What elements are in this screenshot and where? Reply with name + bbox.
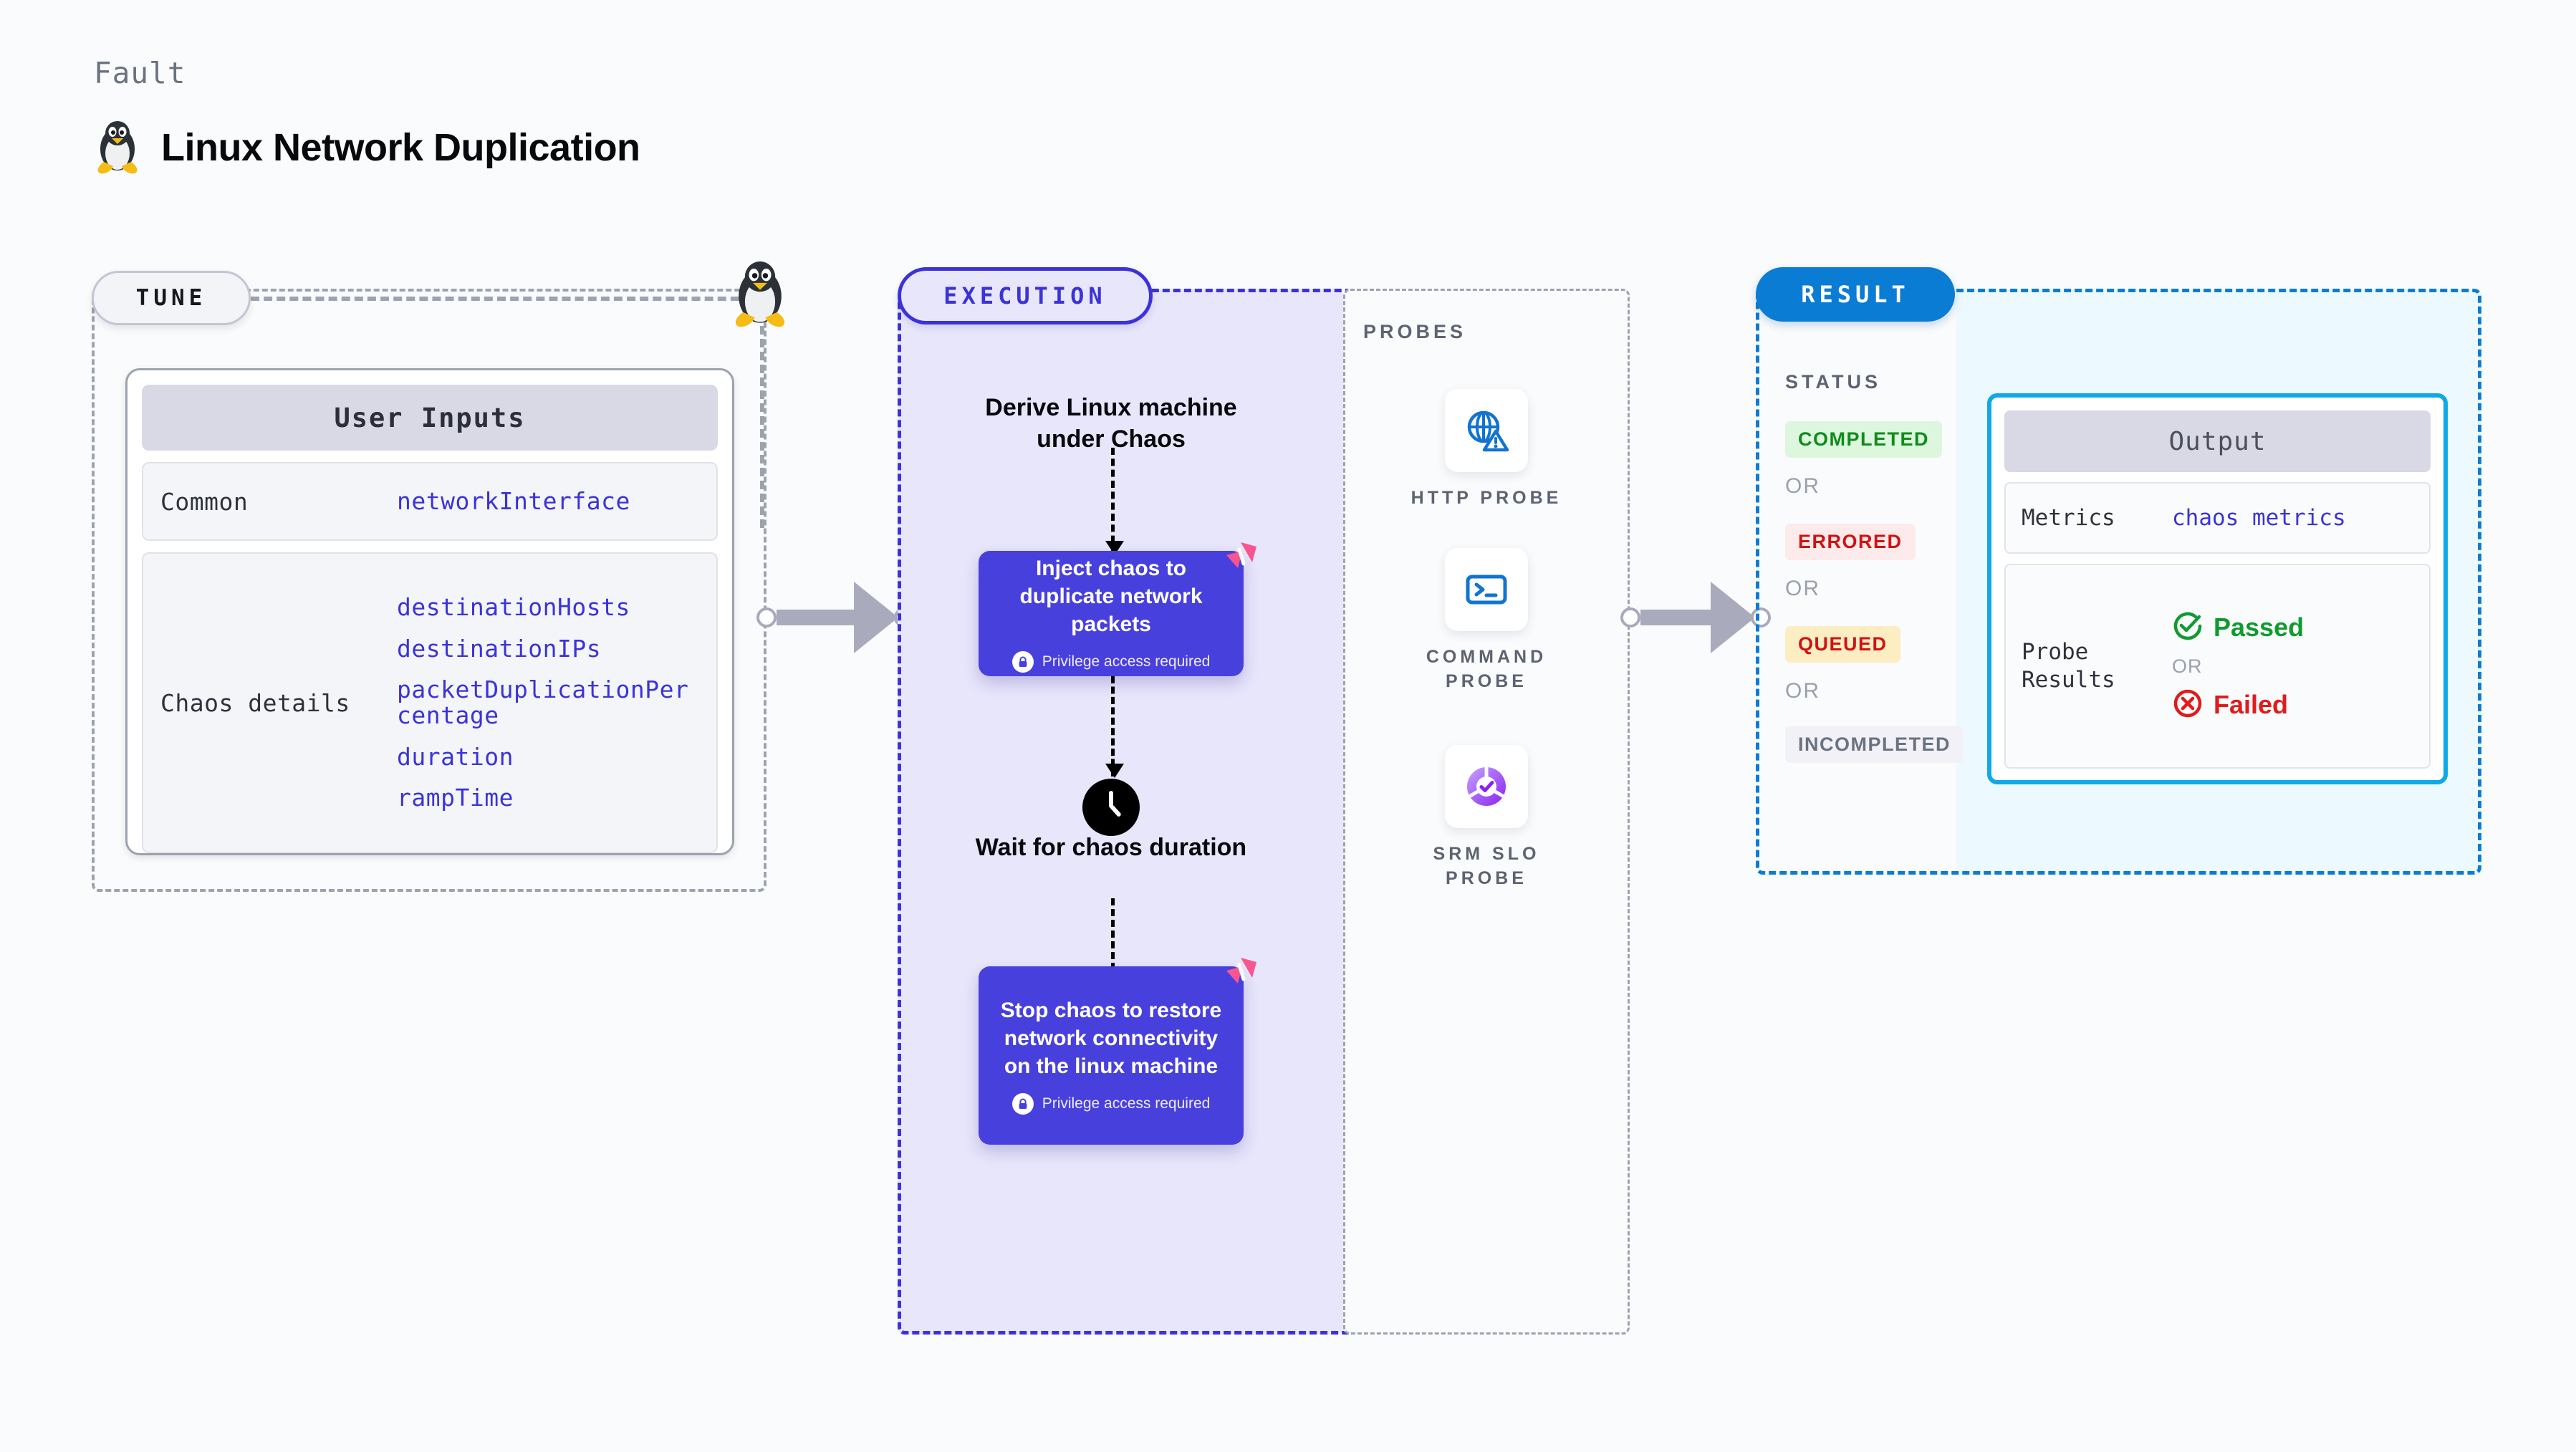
output-metrics-value[interactable]: chaos metrics: [2172, 505, 2346, 531]
probe-item-srm-slo[interactable]: SRM SLO PROBE: [1393, 745, 1580, 891]
output-section-probe-results: Probe Results Passed OR: [2004, 564, 2431, 769]
status-label: STATUS: [1785, 371, 1881, 393]
connector-end-dot: [1751, 607, 1771, 628]
output-title: Output: [2004, 410, 2431, 472]
execution-step-inject-card[interactable]: Inject chaos to duplicate network packet…: [979, 542, 1256, 676]
execution-step-stop-card[interactable]: Stop chaos to restore network connectivi…: [979, 958, 1256, 1145]
page-title-row: Linux Network Duplication: [94, 120, 640, 175]
inject-card-title: Inject chaos to duplicate network packet…: [1019, 557, 1203, 636]
output-section-metrics: Metrics chaos metrics: [2004, 482, 2431, 554]
check-circle-icon: [2172, 610, 2203, 645]
connector-execution-to-result: [1620, 582, 1771, 653]
probe-item-http[interactable]: HTTP PROBE: [1393, 389, 1580, 511]
input-section-chaos-details: Chaos details destinationHosts destinati…: [142, 552, 718, 853]
output-probe-results-label: Probe Results: [2022, 639, 2115, 693]
result-panel: [1756, 289, 2481, 875]
inject-privilege-text: Privilege access required: [1042, 653, 1211, 670]
probe-result-or-separator: OR: [2172, 655, 2203, 677]
execution-step-wait: Wait for chaos duration: [975, 834, 1247, 861]
stop-privilege-note: Privilege access required: [1011, 1093, 1211, 1115]
connector-shaft: [1640, 610, 1712, 625]
probe-name: COMMAND PROBE: [1426, 647, 1547, 691]
harness-logo-icon: [1219, 955, 1259, 995]
globe-warning-icon: [1445, 389, 1528, 472]
connector-start-dot: [1620, 607, 1640, 628]
lock-icon: [1011, 651, 1034, 673]
connector-arrowhead: [1711, 582, 1755, 653]
lock-icon: [1011, 1093, 1034, 1115]
status-badge-incompleted: INCOMPLETED: [1785, 726, 1964, 763]
probe-result-passed-label: Passed: [2214, 612, 2305, 642]
result-panel-border: [1756, 289, 2481, 875]
input-section-label: Chaos details: [160, 688, 350, 717]
inject-privilege-note: Privilege access required: [1011, 651, 1211, 673]
probe-result-states: Passed OR Failed: [2172, 610, 2304, 723]
input-param[interactable]: packetDuplicationPercentage: [397, 675, 689, 729]
input-section-common: Common networkInterface: [142, 462, 718, 541]
tune-connector-dash: [251, 297, 752, 301]
user-inputs-card: User Inputs Common networkInterface Chao…: [125, 368, 734, 855]
input-section-label: Common: [160, 487, 249, 516]
input-param[interactable]: rampTime: [397, 784, 514, 812]
x-circle-icon: [2172, 688, 2203, 723]
status-badge-errored: ERRORED: [1785, 524, 1916, 560]
probe-item-command[interactable]: COMMAND PROBE: [1393, 548, 1580, 694]
execution-step-derive: Derive Linux machine under Chaos: [985, 394, 1237, 453]
stop-card-title: Stop chaos to restore network connectivi…: [1000, 999, 1222, 1078]
status-badge-completed: COMPLETED: [1785, 421, 1943, 458]
input-param[interactable]: destinationHosts: [397, 593, 630, 622]
tune-linux-penguin-icon: [731, 260, 789, 332]
status-badge-queued: QUEUED: [1785, 626, 1900, 663]
tune-stage-pill[interactable]: TUNE: [92, 271, 251, 325]
status-or-separator: OR: [1785, 577, 1820, 600]
input-param[interactable]: duration: [397, 742, 514, 771]
result-stage-pill[interactable]: RESULT: [1756, 267, 1955, 322]
clock-icon: [1082, 779, 1140, 836]
probes-label: PROBES: [1363, 321, 1467, 342]
probe-result-failed: Failed: [2172, 688, 2304, 723]
status-or-separator: OR: [1785, 474, 1820, 498]
connector-arrowhead: [854, 582, 898, 653]
output-metrics-label: Metrics: [2022, 504, 2115, 531]
stop-privilege-text: Privilege access required: [1042, 1095, 1211, 1112]
probe-result-failed-label: Failed: [2214, 690, 2289, 719]
connector-shaft: [777, 610, 855, 625]
input-section-values: destinationHosts destinationIPs packetDu…: [397, 595, 699, 811]
slo-check-icon: [1445, 745, 1528, 828]
flow-arrow-2: [1105, 676, 1124, 778]
terminal-icon: [1445, 548, 1528, 631]
harness-logo-icon: [1219, 539, 1259, 580]
flow-arrow-1: [1105, 448, 1124, 555]
probe-name: HTTP PROBE: [1410, 488, 1562, 508]
probe-name: SRM SLO PROBE: [1433, 844, 1540, 888]
input-param[interactable]: networkInterface: [397, 487, 630, 516]
input-param[interactable]: destinationIPs: [397, 634, 602, 663]
user-inputs-title: User Inputs: [142, 385, 718, 451]
execution-stage-pill[interactable]: EXECUTION: [898, 267, 1153, 324]
page-eyebrow: Fault: [94, 56, 186, 90]
tune-penguin-dash: [760, 313, 764, 528]
linux-penguin-icon: [94, 120, 141, 175]
status-or-separator: OR: [1785, 679, 1820, 703]
connector-tune-to-execution: [756, 582, 914, 653]
input-section-values: networkInterface: [397, 489, 630, 514]
output-card: Output Metrics chaos metrics Probe Resul…: [1987, 393, 2448, 784]
connector-start-dot: [756, 607, 777, 628]
page-title: Linux Network Duplication: [161, 126, 640, 169]
probe-result-passed: Passed: [2172, 610, 2304, 645]
